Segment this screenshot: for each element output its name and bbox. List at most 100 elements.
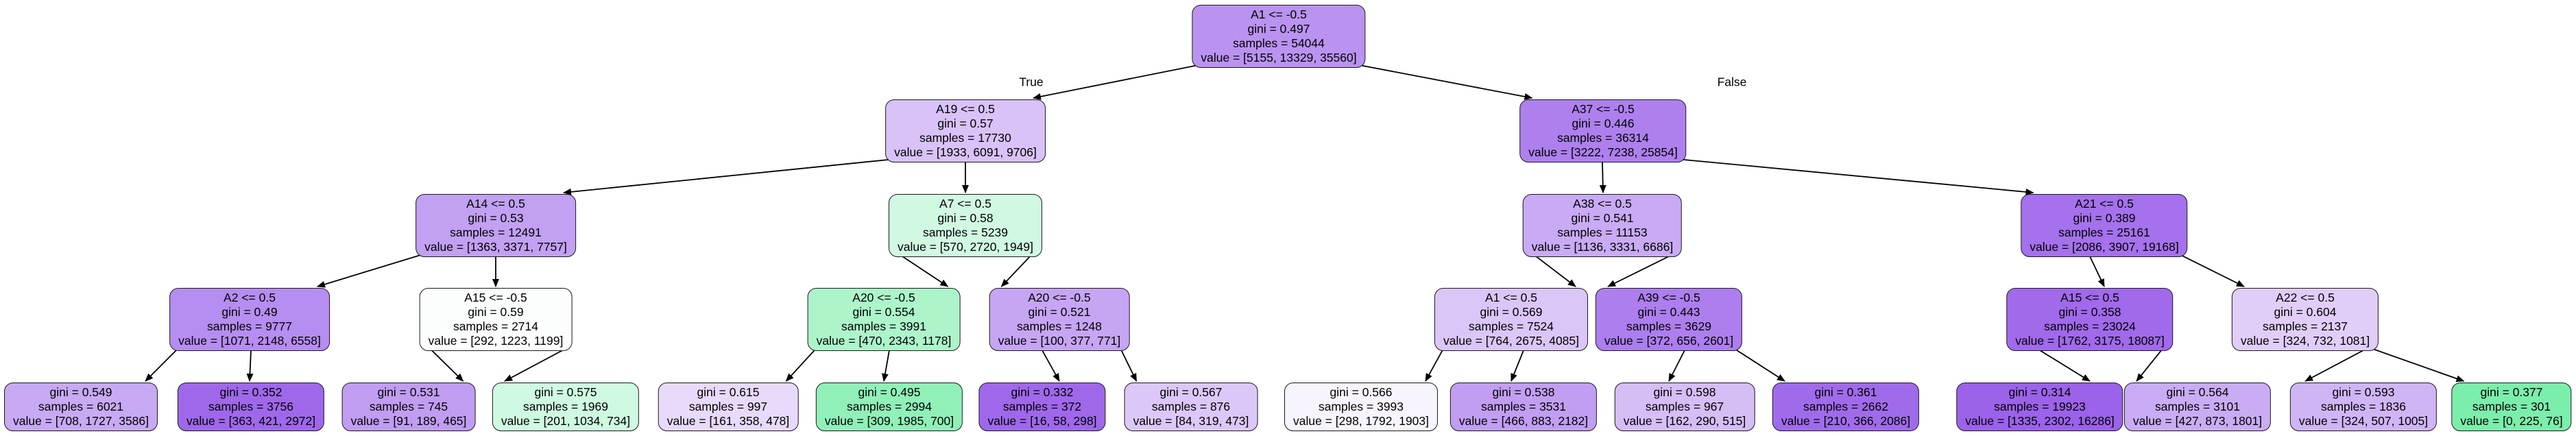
- node-text-line: gini = 0.49: [221, 305, 278, 319]
- node-text-line: samples = 23024: [2044, 319, 2136, 333]
- tree-edge-n5-n11: [1532, 253, 1576, 287]
- node-text-line: gini = 0.57: [937, 117, 994, 130]
- tree-edge-n7-n16: [246, 350, 254, 382]
- tree-edge-n5-n12: [1607, 256, 1670, 287]
- node-text-line: gini = 0.58: [937, 211, 994, 225]
- node-text-line: samples = 19923: [1994, 400, 2086, 413]
- node-text-line: samples = 9777: [206, 319, 293, 333]
- node-text-line: A38 <= 0.5: [1573, 197, 1632, 210]
- tree-edge-n13-n27: [2039, 350, 2091, 382]
- node-text-line: gini = 0.604: [2274, 305, 2337, 319]
- tree-edge-n11-n24: [1510, 350, 1524, 382]
- tree-edge-n8-n17: [428, 347, 464, 382]
- node-text-line: samples = 2137: [2262, 319, 2348, 333]
- tree-edge-n14-n29: [2304, 350, 2364, 382]
- node-text-line: samples = 3101: [2154, 400, 2241, 413]
- node-text-line: samples = 1969: [522, 400, 609, 413]
- node-text-line: gini = 0.615: [697, 385, 760, 399]
- node-text-line: gini = 0.389: [2073, 211, 2136, 225]
- node-text-line: samples = 745: [369, 400, 448, 413]
- node-text-line: gini = 0.566: [1329, 385, 1393, 399]
- tree-edge-n14-n30: [2368, 347, 2465, 383]
- node-text-line: gini = 0.332: [1011, 385, 1074, 399]
- tree-edge-n12-n26: [1732, 347, 1785, 382]
- node-text-line: samples = 11153: [1557, 226, 1648, 239]
- node-text-line: gini = 0.358: [2058, 305, 2121, 319]
- tree-edge-n13-n28: [2136, 347, 2165, 382]
- tree-edge-n7-n15: [145, 347, 180, 382]
- node-text-line: samples = 36314: [1557, 131, 1649, 145]
- node-text-line: samples = 1248: [1016, 319, 1103, 333]
- node-text-line: A2 <= 0.5: [224, 291, 276, 304]
- node-text-line: samples = 25161: [2058, 226, 2150, 239]
- node-text-line: samples = 1836: [2320, 400, 2407, 413]
- node-text-line: gini = 0.446: [1572, 117, 1635, 130]
- node-text-line: A22 <= 0.5: [2276, 291, 2335, 304]
- node-text-line: value = [1136, 3331, 6686]: [1531, 240, 1674, 254]
- node-text-line: value = [372, 656, 2601]: [1604, 334, 1734, 348]
- node-text-line: A37 <= -0.5: [1572, 102, 1635, 116]
- node-text-line: samples = 12491: [450, 226, 542, 239]
- node-text-line: value = [1071, 2148, 6558]: [178, 334, 321, 348]
- node-text-line: gini = 0.495: [858, 385, 921, 399]
- node-text-line: samples = 876: [1151, 400, 1231, 413]
- node-text-line: value = [470, 2343, 1178]: [816, 334, 952, 348]
- node-text-line: gini = 0.538: [1492, 385, 1555, 399]
- node-text-line: value = [162, 290, 515]: [1623, 414, 1746, 428]
- node-text-line: value = [1335, 2302, 16286]: [1965, 414, 2115, 428]
- node-text-line: gini = 0.569: [1480, 305, 1543, 319]
- tree-edge-n2-n5: [1599, 161, 1606, 193]
- node-text-line: value = [201, 1034, 734]: [501, 414, 631, 428]
- node-text-line: samples = 3991: [841, 319, 927, 333]
- tree-edge-n8-n18: [504, 350, 563, 382]
- node-text-line: A19 <= 0.5: [936, 102, 995, 116]
- node-text-line: gini = 0.53: [468, 211, 524, 225]
- node-text-line: value = [1363, 3371, 7757]: [424, 240, 567, 254]
- node-text-line: value = [161, 358, 478]: [666, 414, 790, 428]
- tree-edge-n12-n25: [1668, 350, 1685, 382]
- node-text-line: value = [466, 883, 2182]: [1458, 414, 1589, 428]
- node-text-line: value = [210, 366, 2086]: [1781, 414, 1911, 428]
- node-text-line: A15 <= -0.5: [464, 291, 527, 304]
- node-text-line: value = [427, 873, 1801]: [2132, 414, 2263, 428]
- node-text-line: value = [1762, 3175, 18087]: [2015, 334, 2165, 348]
- node-text-line: gini = 0.541: [1571, 211, 1634, 225]
- node-text-line: A20 <= -0.5: [1028, 291, 1091, 304]
- node-text-line: samples = 17730: [919, 131, 1011, 145]
- node-text-line: samples = 2662: [1803, 400, 1889, 413]
- node-text-line: samples = 6021: [38, 400, 124, 413]
- node-text-line: gini = 0.593: [2332, 385, 2395, 399]
- tree-edge-n3-n7: [317, 253, 426, 288]
- node-text-line: gini = 0.361: [1814, 385, 1877, 399]
- tree-edge-n9-n20: [882, 350, 890, 382]
- node-text-line: A7 <= 0.5: [939, 197, 991, 210]
- node-text-line: value = [708, 1727, 3586]: [12, 414, 149, 428]
- node-text-line: A1 <= 0.5: [1485, 291, 1537, 304]
- node-text-line: value = [292, 1223, 1199]: [428, 334, 564, 348]
- node-text-line: A21 <= 0.5: [2075, 197, 2134, 210]
- tree-edge-n6-n13: [2089, 256, 2105, 287]
- node-text-line: gini = 0.575: [534, 385, 597, 399]
- node-text-line: value = [764, 2675, 4085]: [1443, 334, 1580, 348]
- node-text-line: gini = 0.531: [377, 385, 440, 399]
- node-text-line: A1 <= -0.5: [1251, 8, 1307, 21]
- tree-edge-n0-n2: [1356, 64, 1533, 100]
- node-text-line: gini = 0.554: [852, 305, 915, 319]
